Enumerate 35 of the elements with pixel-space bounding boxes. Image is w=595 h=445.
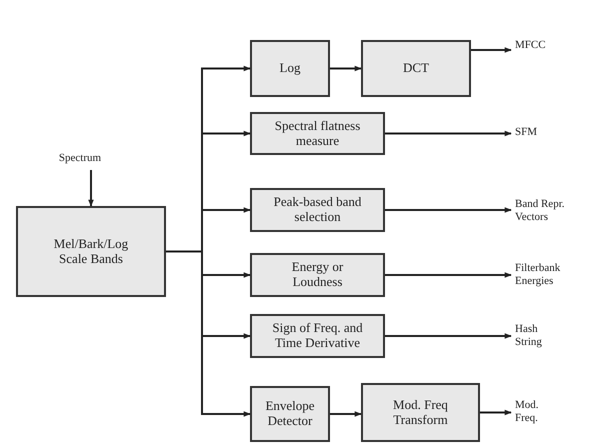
output-label: MFCC xyxy=(515,34,585,58)
output-label: Band Repr. Vectors xyxy=(515,196,590,226)
process-box xyxy=(250,314,385,358)
arrow xyxy=(330,66,362,72)
arrow xyxy=(471,47,512,53)
arrow xyxy=(88,170,94,207)
box-label: Sign of Freq. and Time Derivative xyxy=(271,321,364,351)
box-label: Mel/Bark/Log Scale Bands xyxy=(52,236,130,266)
output-label: Mod. Freq. xyxy=(515,397,560,427)
arrow xyxy=(385,333,512,339)
process-box xyxy=(361,40,471,97)
box-label: Envelope Detector xyxy=(264,399,316,429)
process-box xyxy=(250,112,385,155)
process-box xyxy=(250,253,385,297)
process-box xyxy=(16,206,166,297)
process-box xyxy=(250,188,385,232)
input-label: Spectrum xyxy=(40,150,120,168)
output-label: SFM xyxy=(515,124,585,142)
box-label: Mod. Freq Transform xyxy=(392,398,449,428)
output-label: Filterbank Energies xyxy=(515,260,590,290)
arrow xyxy=(166,250,251,417)
box-label: Spectral flatness measure xyxy=(274,118,362,148)
arrow xyxy=(330,411,362,417)
box-label: Energy or Loudness xyxy=(290,260,344,290)
box-label: Log xyxy=(280,61,300,76)
process-box xyxy=(250,386,330,442)
box-label: Peak-based band selection xyxy=(272,195,362,225)
output-label: Hash String xyxy=(515,321,560,351)
arrow xyxy=(385,207,512,213)
arrow xyxy=(385,130,512,136)
process-box xyxy=(361,383,480,442)
arrow xyxy=(480,410,512,416)
box-label: DCT xyxy=(403,61,429,76)
process-box xyxy=(250,40,330,97)
arrow xyxy=(385,272,512,278)
